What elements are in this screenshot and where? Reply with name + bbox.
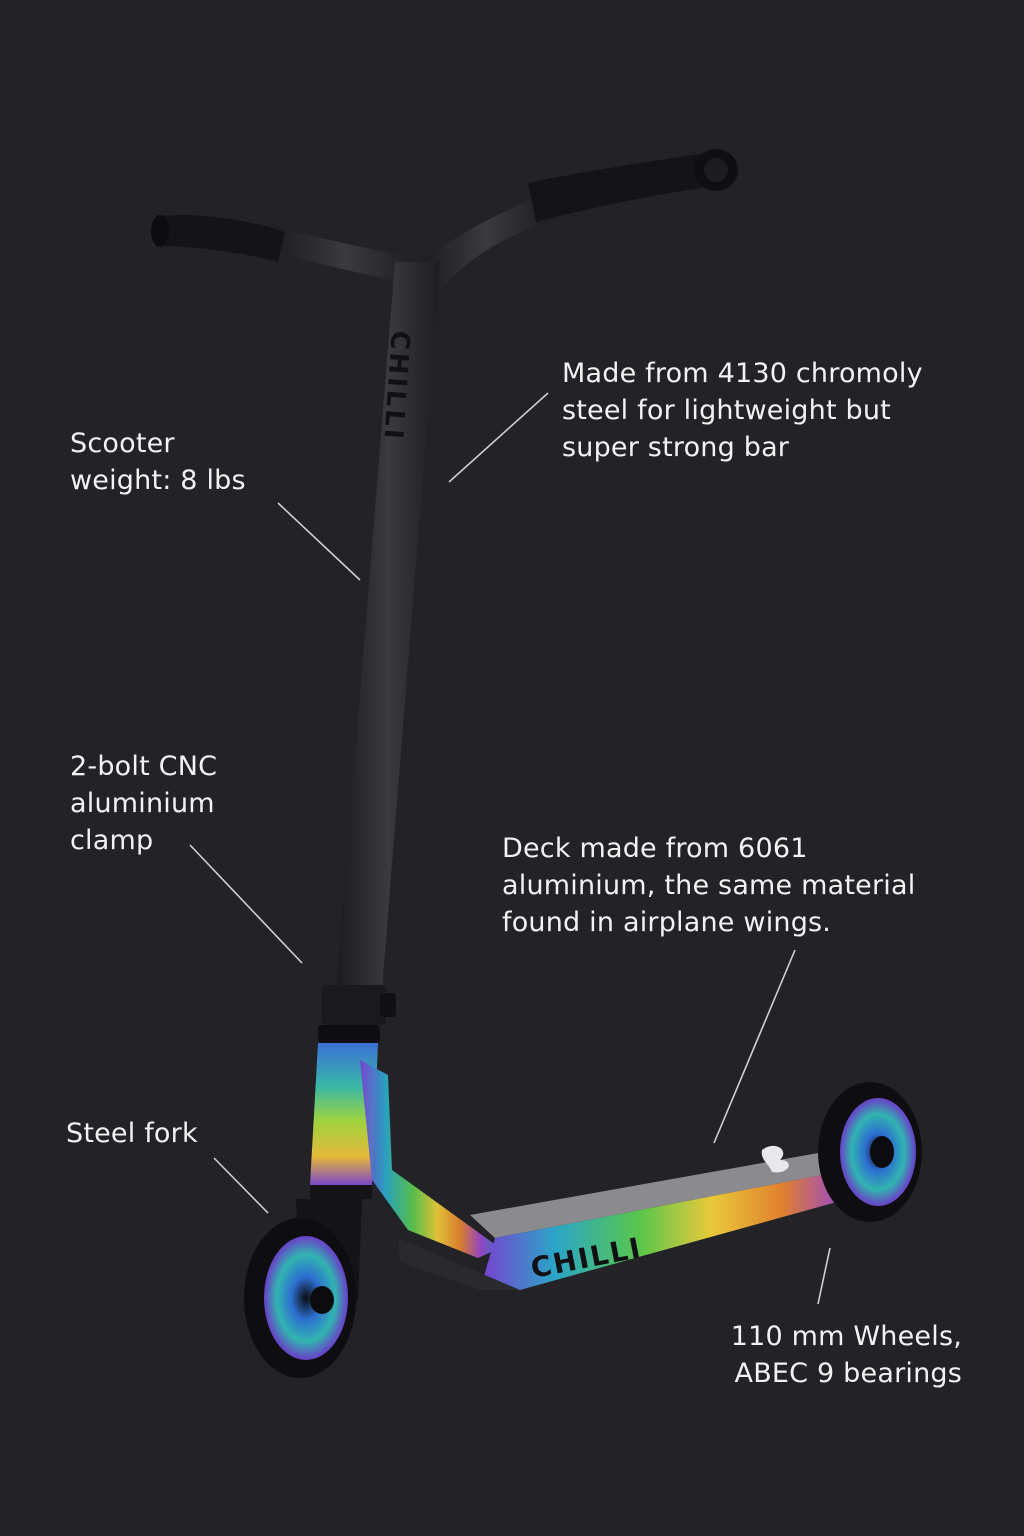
callout-line: aluminium [70,788,215,819]
callout-line: 110 mm Wheels, [730,1321,962,1352]
callout-line: Steel fork [66,1118,198,1149]
headtube [310,1043,378,1185]
callout-weight: Scooter weight: 8 lbs [70,425,246,499]
leader-wheels [817,1247,831,1305]
deck: CHILLI [398,1142,900,1290]
callout-line: 2-bolt CNC [70,751,218,782]
handlebar [151,149,738,292]
callout-line: Deck made from 6061 [502,833,808,864]
callout-line: Scooter [70,428,175,459]
callout-deck: Deck made from 6061 aluminium, the same … [502,830,915,941]
callout-bar-material: Made from 4130 chromoly steel for lightw… [562,355,923,466]
callout-line: found in airplane wings. [502,907,832,938]
callout-clamp: 2-bolt CNC aluminium clamp [70,748,217,859]
callout-line: clamp [70,825,154,856]
leader-deck [713,949,796,1144]
right-grip [528,149,738,222]
callout-line: weight: 8 lbs [70,465,246,496]
leader-fork [213,1157,269,1214]
bar-tube [336,262,440,990]
left-grip [151,214,285,262]
callout-line: aluminium, the same material [502,870,916,901]
leader-clamp [189,844,303,964]
chilli-flame-icon [761,1145,789,1173]
bar-logo: CHILLI [377,330,415,443]
callout-fork: Steel fork [66,1115,198,1152]
callout-line: super strong bar [562,432,790,463]
callout-line: steel for lightweight but [562,395,891,426]
callout-line: Made from 4130 chromoly [562,358,923,389]
callout-line: ABEC 9 bearings [734,1358,962,1389]
rear-wheel [818,1082,922,1222]
leader-weight [277,502,361,581]
leader-bar-material [448,392,549,483]
neck [360,1060,500,1258]
leader-lines [189,392,831,1305]
bar-clamp [318,985,396,1043]
front-wheel [244,1218,356,1378]
callout-wheels: 110 mm Wheels, ABEC 9 bearings [690,1318,962,1392]
